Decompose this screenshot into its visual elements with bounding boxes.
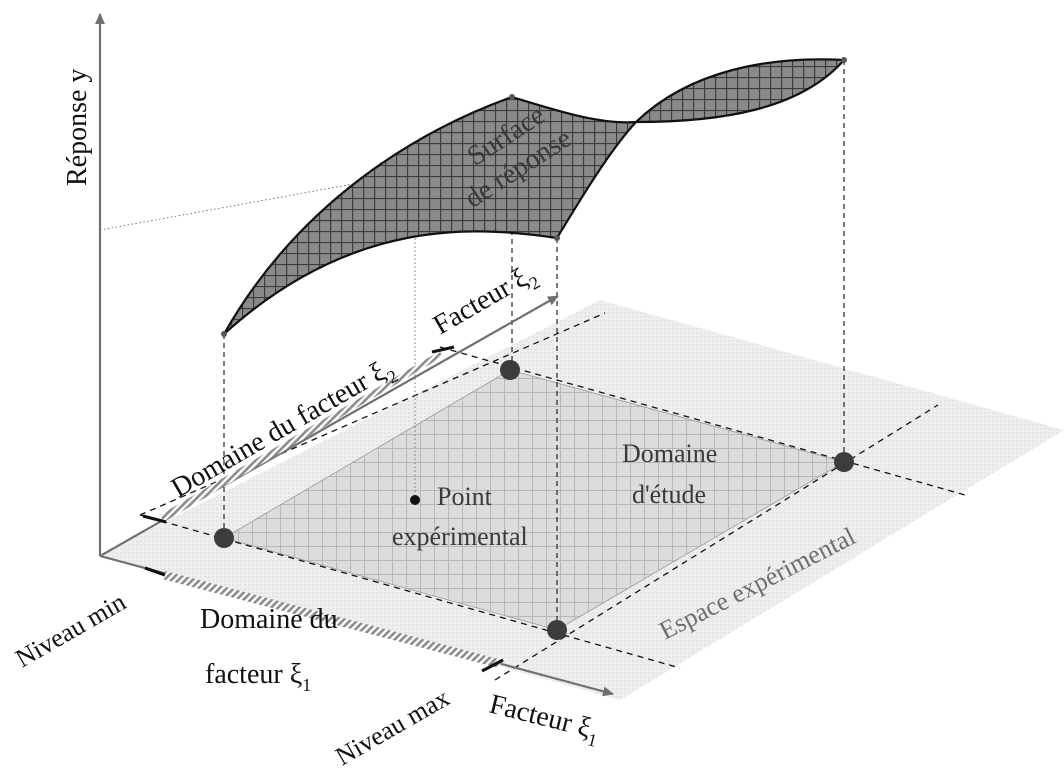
corner-point bbox=[834, 452, 854, 472]
level-ticks bbox=[142, 345, 504, 673]
x2-axis-label: Facteur ξ2 bbox=[428, 258, 543, 345]
surface-corner bbox=[509, 94, 515, 100]
experimental-point-label: Point expérimental bbox=[392, 482, 528, 551]
domain-x1-label: Domaine du facteur ξ1 bbox=[200, 604, 345, 695]
surface-corner bbox=[554, 235, 560, 241]
niveau-min-label: Niveau min bbox=[11, 587, 131, 673]
y-axis-label: Réponse y bbox=[62, 69, 93, 186]
corner-point bbox=[547, 620, 567, 640]
x1-axis-label: Facteur ξ1 bbox=[485, 689, 603, 751]
corner-point bbox=[500, 360, 520, 380]
domain-x2-bar bbox=[160, 351, 442, 522]
corner-point bbox=[214, 528, 234, 548]
domain-x1-bar bbox=[162, 571, 502, 668]
surface-left-patch bbox=[222, 95, 638, 336]
surface-corner bbox=[221, 331, 227, 337]
study-domain-label: Domaine d'étude bbox=[622, 439, 724, 509]
surface-right-patch bbox=[634, 58, 846, 124]
niveau-max-label: Niveau max bbox=[331, 683, 455, 769]
experimental-point-marker bbox=[410, 495, 420, 505]
experimental-points bbox=[214, 360, 854, 640]
response-surface bbox=[221, 57, 847, 337]
surface-corner bbox=[841, 57, 847, 63]
